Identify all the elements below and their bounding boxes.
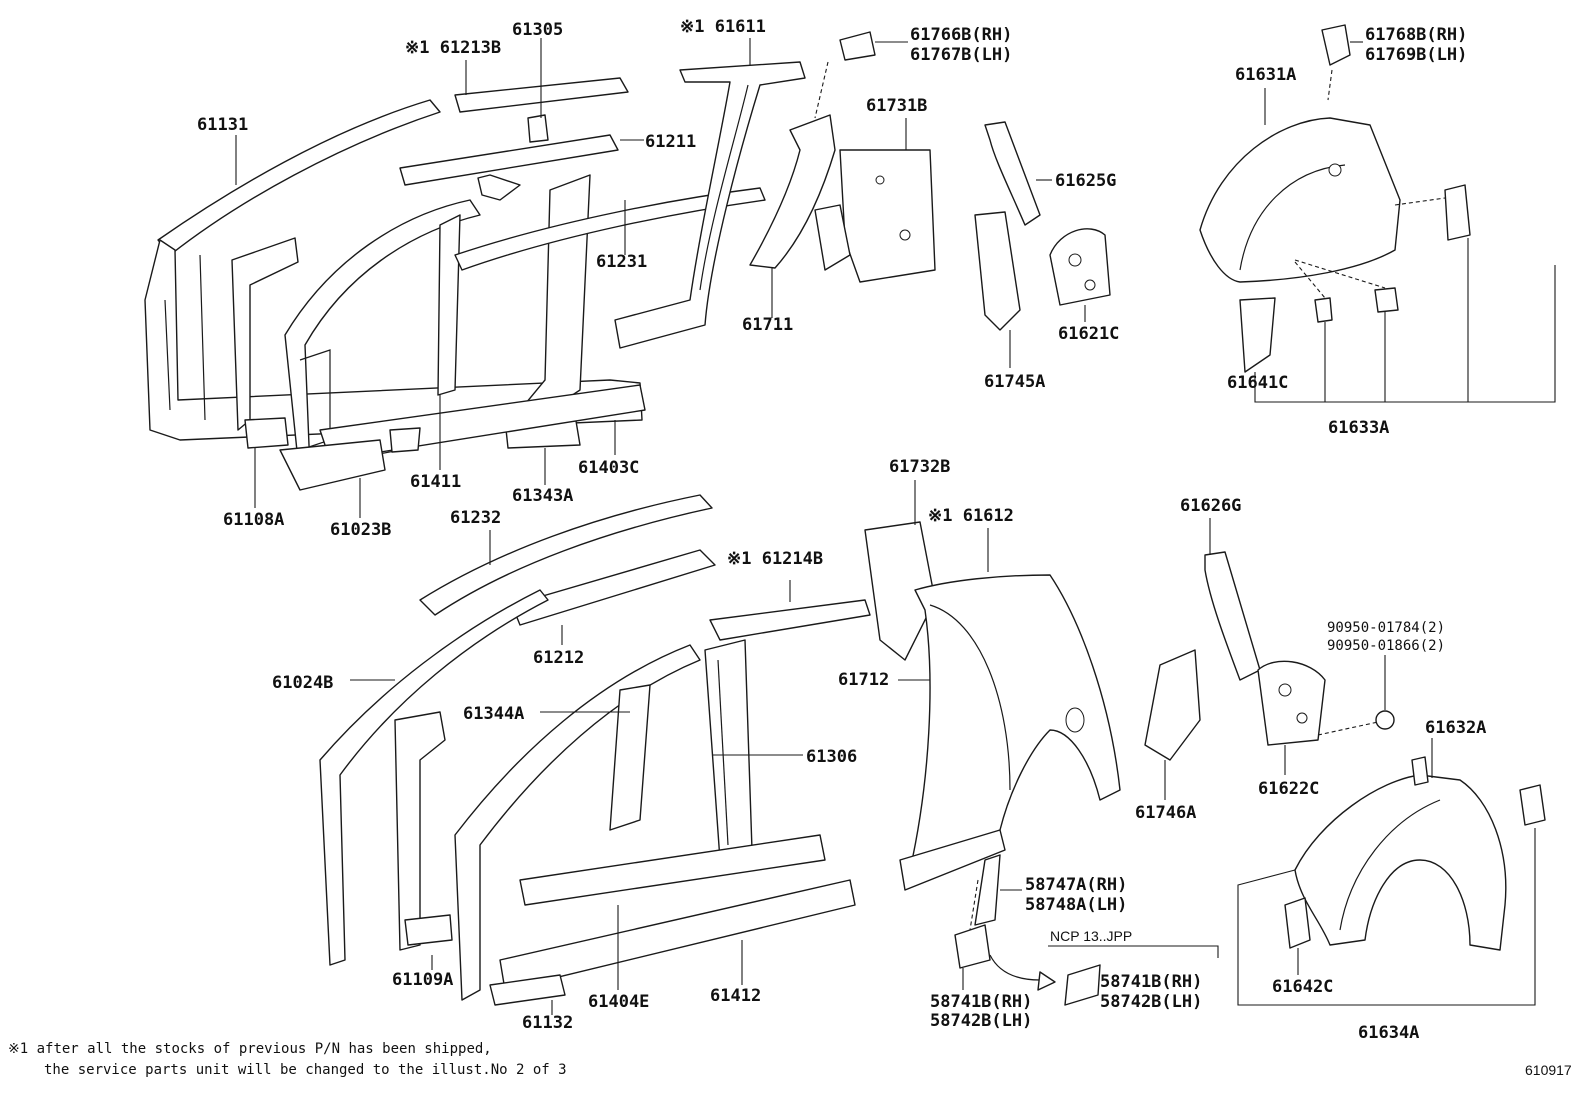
label-61612: ※1 61612 — [928, 506, 1014, 526]
upper-body-side-group — [144, 77, 766, 491]
lower-body-side-group — [319, 494, 871, 1006]
label-61211: 61211 — [645, 132, 697, 152]
label-61625g: 61625G — [1055, 171, 1117, 191]
label-61214b: ※1 61214B — [727, 549, 824, 569]
upper-quarter-group — [614, 31, 1111, 349]
label-61633a: 61633A — [1328, 418, 1390, 438]
label-61732b: 61732B — [889, 457, 951, 477]
label-61131: 61131 — [197, 115, 249, 135]
label-61622c: 61622C — [1258, 779, 1320, 799]
label-61634a: 61634A — [1358, 1023, 1420, 1043]
label-61231: 61231 — [596, 252, 648, 272]
label-61642c: 61642C — [1272, 977, 1334, 997]
label-61344a: 61344A — [463, 704, 525, 724]
label-61305: 61305 — [512, 20, 564, 40]
label-61024b: 61024B — [272, 673, 334, 693]
label-90950-01784: 90950-01784(2) — [1327, 620, 1446, 636]
label-58747a: 58747A(RH) — [1025, 875, 1128, 895]
label-61343a: 61343A — [512, 486, 574, 506]
upper-wheelhouse-group — [1199, 24, 1471, 373]
label-61411: 61411 — [410, 472, 462, 492]
label-61767b: 61767B(LH) — [910, 45, 1013, 65]
leader-lines — [235, 38, 1556, 1015]
label-58741b-rh: 58741B(RH) — [930, 992, 1033, 1012]
label-61132: 61132 — [522, 1013, 574, 1033]
variant-note: NCP 13..JPP — [1050, 928, 1133, 944]
label-61404e: 61404E — [588, 992, 650, 1012]
label-61403c: 61403C — [578, 458, 640, 478]
lower-quarter-group — [864, 521, 1121, 1006]
label-61632a: 61632A — [1425, 718, 1487, 738]
label-61232: 61232 — [450, 508, 502, 528]
label-61769b: 61769B(LH) — [1365, 45, 1468, 65]
footnote-line-2: the service parts unit will be changed t… — [44, 1062, 567, 1078]
label-61766b: 61766B(RH) — [910, 25, 1013, 45]
label-61712: 61712 — [838, 670, 890, 690]
illustration-id: 610917 — [1525, 1062, 1572, 1078]
label-61626g: 61626G — [1180, 496, 1242, 516]
label-61023b: 61023B — [330, 520, 392, 540]
label-61412: 61412 — [710, 986, 762, 1006]
label-61746a: 61746A — [1135, 803, 1197, 823]
footnote-line-1: ※1 after all the stocks of previous P/N … — [8, 1041, 492, 1057]
label-58742b-lh-variant: 58742B(LH) — [1100, 992, 1203, 1012]
label-61212: 61212 — [533, 648, 585, 668]
label-61621c: 61621C — [1058, 324, 1120, 344]
label-58742b-lh: 58742B(LH) — [930, 1011, 1033, 1031]
label-61213b: ※1 61213B — [405, 38, 502, 58]
label-58748a: 58748A(LH) — [1025, 895, 1128, 915]
label-61306: 61306 — [806, 747, 858, 767]
label-58741b-rh-variant: 58741B(RH) — [1100, 972, 1203, 992]
label-61108a: 61108A — [223, 510, 285, 530]
label-61745a: 61745A — [984, 372, 1046, 392]
label-61731b: 61731B — [866, 96, 928, 116]
label-61711: 61711 — [742, 315, 794, 335]
label-61109a: 61109A — [392, 970, 454, 990]
label-61641c: 61641C — [1227, 373, 1289, 393]
label-61631a: 61631A — [1235, 65, 1297, 85]
label-61611: ※1 61611 — [680, 17, 766, 37]
label-61768b: 61768B(RH) — [1365, 25, 1468, 45]
lower-wheelhouse-group — [1144, 551, 1546, 951]
label-90950-01866: 90950-01866(2) — [1327, 638, 1446, 654]
